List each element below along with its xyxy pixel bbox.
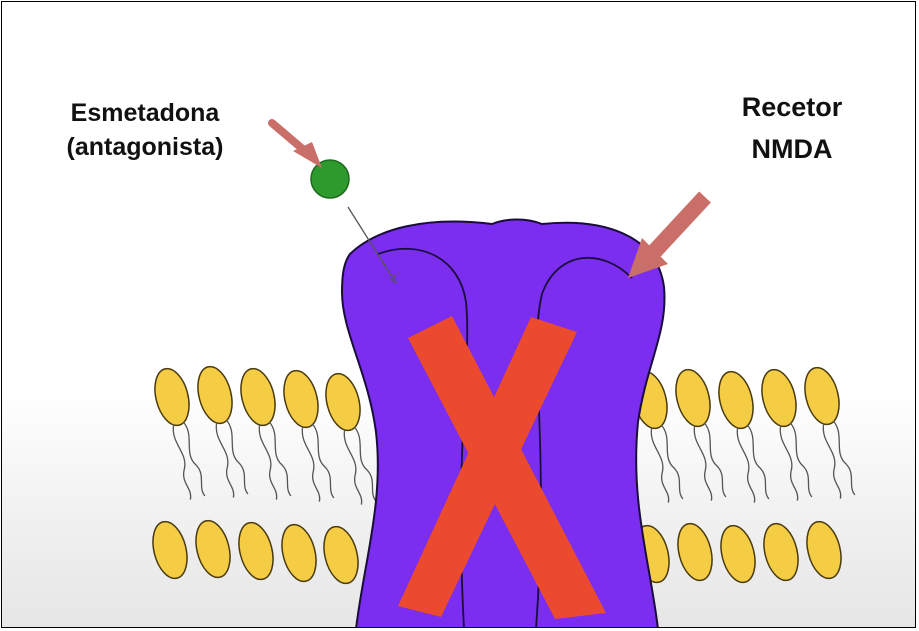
lipid-head-icon [147,518,192,582]
lipid-head-icon [233,519,278,583]
lipid-head-icon [318,523,363,587]
receptor-label-line1: Recetor [717,86,867,128]
antagonist-label: Esmetadona (antagonista) [46,96,244,164]
antagonist-label-line1: Esmetadona [46,96,244,130]
lipid-bilayer-right [627,364,862,586]
pointer-arrow-antagonist [272,123,322,168]
receptor-label: Recetor NMDA [717,86,867,170]
lipid-bilayer-left [147,363,383,587]
antagonist-label-line2: (antagonista) [46,130,244,164]
pointer-arrow-receptor [628,197,705,278]
green-molecule-icon [311,160,349,198]
lipid-head-icon [758,520,803,584]
lipid-head-icon [715,522,760,586]
lipid-head-icon [190,517,235,581]
receptor-label-line2: NMDA [717,128,867,170]
lipid-head-icon [672,520,717,584]
lipid-head-icon [801,518,846,582]
lipid-head-icon [276,521,321,585]
